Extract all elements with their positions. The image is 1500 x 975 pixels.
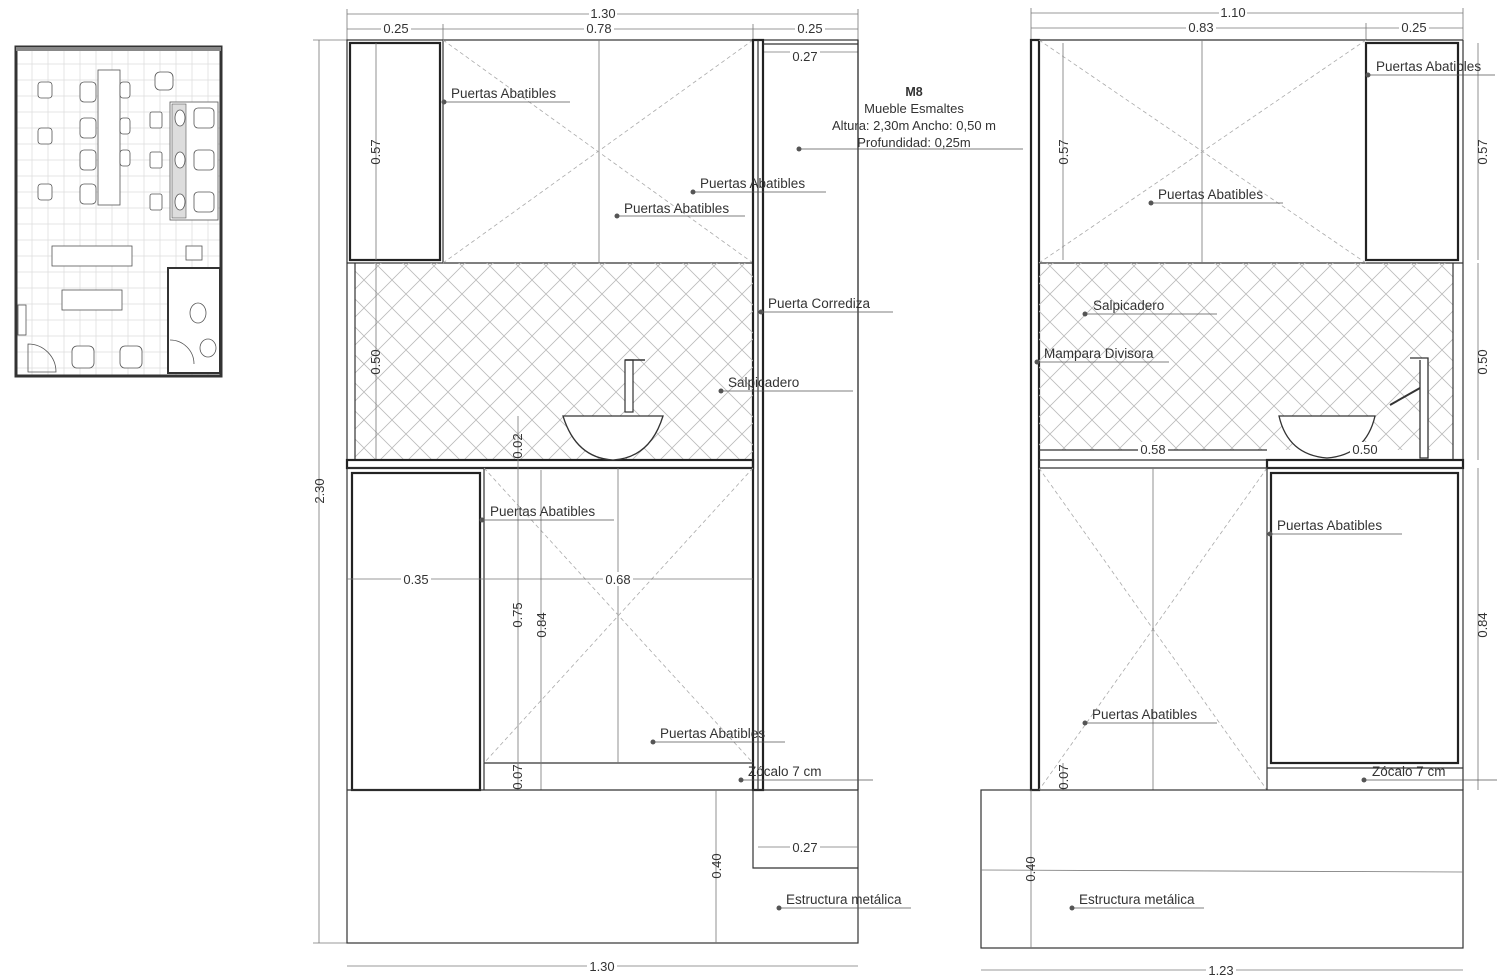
front-base-height: 0.40 bbox=[709, 853, 724, 878]
front-total-height: 2.30 bbox=[312, 478, 327, 503]
front-depth-top: 0.27 bbox=[792, 49, 817, 64]
side-counter-right: 0.50 bbox=[1352, 442, 1377, 457]
label-side-metal-structure: Estructura metálica bbox=[1079, 892, 1195, 907]
note-name: Mueble Esmaltes bbox=[864, 101, 964, 116]
side-main-width: 0.83 bbox=[1188, 20, 1213, 35]
front-counter-thickness: 0.02 bbox=[510, 433, 525, 458]
label-upper-left-doors: Puertas Abatibles bbox=[451, 86, 556, 101]
label-sliding-door: Puerta Corrediza bbox=[768, 296, 871, 311]
side-backsplash-height: 0.50 bbox=[1475, 349, 1490, 374]
label-lower-center-doors: Puertas Abatibles bbox=[660, 726, 765, 741]
front-elevation: 1.30 0.25 0.78 0.25 0.27 2.30 0.57 bbox=[312, 6, 911, 974]
front-center-width: 0.78 bbox=[586, 21, 611, 36]
furniture-note: M8 Mueble Esmaltes Altura: 2,30m Ancho: … bbox=[796, 85, 1023, 152]
label-upper-center-doors-2: Puertas Abatibles bbox=[624, 201, 729, 216]
front-backsplash-height: 0.50 bbox=[368, 349, 383, 374]
front-depth-base: 0.27 bbox=[792, 840, 817, 855]
label-side-upper-right-doors: Puertas Abatibles bbox=[1376, 59, 1481, 74]
label-side-lower-left-doors: Puertas Abatibles bbox=[1092, 707, 1197, 722]
label-backsplash: Salpicadero bbox=[728, 375, 799, 390]
label-side-upper-doors: Puertas Abatibles bbox=[1158, 187, 1263, 202]
floor-plan-thumbnail bbox=[14, 45, 223, 378]
note-depth: Profundidad: 0,25m bbox=[857, 135, 970, 150]
side-right-width: 0.25 bbox=[1401, 20, 1426, 35]
note-size: Altura: 2,30m Ancho: 0,50 m bbox=[832, 118, 996, 133]
side-total-width-bottom: 1.23 bbox=[1208, 963, 1233, 975]
label-side-plinth: Zócalo 7 cm bbox=[1372, 764, 1446, 779]
label-upper-center-doors-1: Puertas Abatibles bbox=[700, 176, 805, 191]
front-lower-right-width: 0.68 bbox=[605, 572, 630, 587]
side-annotations: Puertas Abatibles Puertas Abatibles Salp… bbox=[1034, 59, 1497, 911]
front-total-width-top: 1.30 bbox=[590, 6, 615, 21]
side-upper-height-right: 0.57 bbox=[1475, 139, 1490, 164]
front-left-cabinet-width: 0.25 bbox=[383, 21, 408, 36]
front-right-panel-width: 0.25 bbox=[797, 21, 822, 36]
front-plinth-height: 0.07 bbox=[510, 764, 525, 789]
side-lower-height: 0.84 bbox=[1475, 612, 1490, 637]
side-total-width-top: 1.10 bbox=[1220, 5, 1245, 20]
note-code: M8 bbox=[905, 85, 922, 99]
front-upper-height: 0.57 bbox=[368, 139, 383, 164]
label-plinth: Zócalo 7 cm bbox=[748, 764, 822, 779]
front-total-width-bottom: 1.30 bbox=[589, 959, 614, 974]
vessel-sink bbox=[562, 359, 664, 461]
front-annotations: Puertas Abatibles Puertas Abatibles Puer… bbox=[441, 86, 911, 911]
label-side-divider: Mampara Divisora bbox=[1044, 346, 1154, 361]
label-side-lower-right-doors: Puertas Abatibles bbox=[1277, 518, 1382, 533]
front-lower-left-width: 0.35 bbox=[403, 572, 428, 587]
side-base-height: 0.40 bbox=[1023, 856, 1038, 881]
label-side-backsplash: Salpicadero bbox=[1093, 298, 1164, 313]
front-door-height: 0.75 bbox=[510, 602, 525, 627]
side-plinth-height: 0.07 bbox=[1056, 764, 1071, 789]
side-counter-left: 0.58 bbox=[1140, 442, 1165, 457]
front-lower-height: 0.84 bbox=[534, 612, 549, 637]
side-elevation: 1.10 0.83 0.25 0.57 0.57 0.50 0.58 bbox=[980, 5, 1497, 975]
label-metal-structure: Estructura metálica bbox=[786, 892, 902, 907]
side-upper-height-left: 0.57 bbox=[1056, 139, 1071, 164]
front-top-dimension-chain: 1.30 0.25 0.78 0.25 0.27 bbox=[346, 6, 859, 64]
label-lower-left-doors: Puertas Abatibles bbox=[490, 504, 595, 519]
